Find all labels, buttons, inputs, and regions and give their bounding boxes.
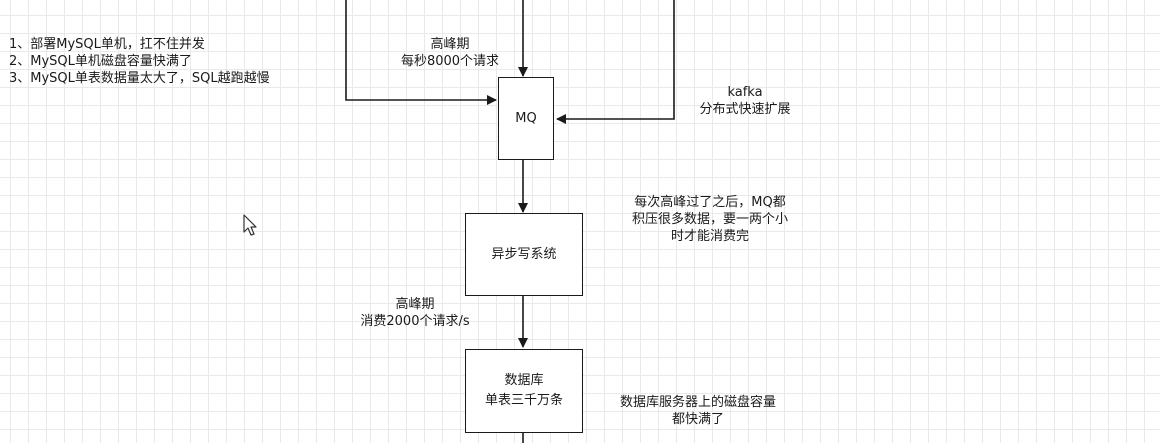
kafka-note: kafka 分布式快速扩展 xyxy=(680,84,810,118)
backlog-line1: 每次高峰过了之后，MQ都 xyxy=(634,195,786,210)
db-disk-line2: 都快满了 xyxy=(671,412,724,427)
peak-inbound-note: 高峰期 每秒8000个请求 xyxy=(390,36,510,70)
async-writer-node: 异步写系统 xyxy=(465,213,583,296)
left-connector-arrow xyxy=(345,0,497,105)
db-disk-line1: 数据库服务器上的磁盘容量 xyxy=(619,395,776,410)
problem-list: 1、部署MySQL单机，扛不住并发 2、MySQL单机磁盘容量快满了 3、MyS… xyxy=(9,36,270,87)
kafka-line1: kafka xyxy=(727,85,763,100)
kafka-line2: 分布式快速扩展 xyxy=(699,102,791,117)
problem-item-3: 3、MySQL单表数据量太大了，SQL越跑越慢 xyxy=(9,71,270,86)
mq-label: MQ xyxy=(515,110,537,126)
peak-consume-note: 高峰期 消费2000个请求/s xyxy=(350,296,480,330)
backlog-note: 每次高峰过了之后，MQ都 积压很多数据，要一两个小 时才能消费完 xyxy=(610,194,810,245)
async-writer-label: 异步写系统 xyxy=(491,246,557,262)
backlog-line3: 时才能消费完 xyxy=(670,229,749,244)
problem-item-1: 1、部署MySQL单机，扛不住并发 xyxy=(9,37,205,52)
peak-inbound-line2: 每秒8000个请求 xyxy=(400,54,500,69)
right-connector-arrow xyxy=(556,0,675,124)
database-label-line2: 单表三千万条 xyxy=(484,393,563,408)
database-node: 数据库 单表三千万条 xyxy=(465,349,583,433)
db-disk-note: 数据库服务器上的磁盘容量 都快满了 xyxy=(598,394,798,428)
mouse-pointer-icon xyxy=(243,214,257,236)
database-label-line1: 数据库 xyxy=(504,373,544,388)
problem-item-2: 2、MySQL单机磁盘容量快满了 xyxy=(9,54,192,69)
backlog-line2: 积压很多数据，要一两个小 xyxy=(631,212,788,227)
mq-node: MQ xyxy=(498,77,554,160)
peak-inbound-line1: 高峰期 xyxy=(430,37,470,52)
peak-consume-line1: 高峰期 xyxy=(395,297,435,312)
peak-consume-line2: 消费2000个请求/s xyxy=(360,314,470,329)
